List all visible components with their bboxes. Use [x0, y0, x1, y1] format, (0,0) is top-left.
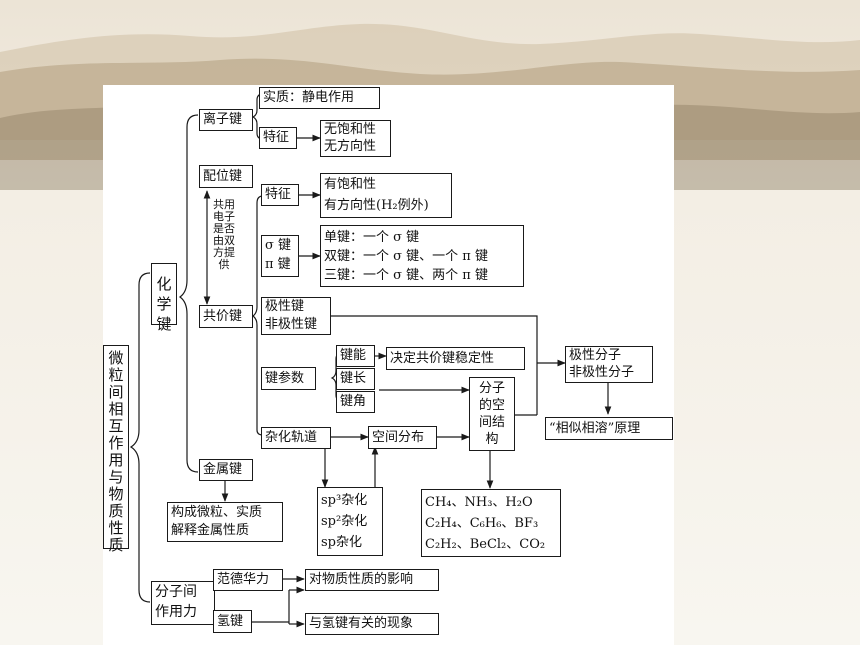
polar-molecules-box: 极性分子 非极性分子	[565, 346, 653, 383]
hydrogen-phenomena-box: 与氢键有关的现象	[305, 613, 439, 635]
metallic-bond-box: 金属键	[199, 459, 253, 481]
molecular-structure-box: 分子 的空 间结 构	[469, 377, 515, 451]
covalent-bond-box: 共价键	[199, 305, 253, 328]
metallic-desc-box: 构成微粒、实质 解释金属性质	[167, 502, 283, 542]
stability-box: 决定共价键稳定性	[386, 347, 525, 370]
sigma-pi-box: σ 键 π 键	[261, 235, 299, 277]
bond-length-box: 键长	[336, 368, 375, 390]
ionic-essence-box: 实质：静电作用	[259, 87, 380, 109]
covalent-features-box: 有饱和性 有方向性(H₂例外)	[320, 173, 452, 218]
effect-on-properties-box: 对物质性质的影响	[305, 569, 439, 591]
bond-angle-box: 键角	[336, 391, 375, 413]
intermolecular-force-box: 分子间 作用力	[151, 581, 215, 625]
hybrid-orbital-box: 杂化轨道	[261, 427, 331, 449]
shared-electron-note: 共用电子是否由双方提供	[213, 198, 235, 271]
van-der-waals-box: 范德华力	[213, 569, 283, 591]
concept-map: 微粒间相互作用与物质性质 化学键 分子间 作用力 离子键 实质：静电作用 特征 …	[103, 85, 674, 645]
polarity-box: 极性键 非极性键	[261, 297, 331, 335]
ionic-feature-box: 特征	[259, 127, 297, 149]
ionic-features-box: 无饱和性 无方向性	[320, 120, 391, 157]
hydrogen-bond-box: 氢键	[213, 610, 252, 633]
examples-box: CH₄、NH₃、H₂O C₂H₄、C₆H₆、BF₃ C₂H₂、BeCl₂、CO₂	[421, 489, 561, 557]
chemical-bond-box: 化学键	[151, 263, 177, 333]
bond-energy-box: 键能	[336, 345, 375, 367]
connector-lines	[129, 93, 612, 628]
coordinate-bond-box: 配位键	[199, 165, 253, 188]
spatial-distribution-box: 空间分布	[368, 426, 437, 449]
root-title: 微粒间相互作用与物质性质	[103, 345, 129, 554]
covalent-feature-box: 特征	[261, 184, 299, 206]
like-dissolves-like-box: “相似相溶”原理	[545, 417, 673, 440]
ionic-bond-box: 离子键	[199, 109, 253, 131]
hybrid-types-box: sp³杂化 sp²杂化 sp杂化	[317, 487, 383, 556]
bond-parameters-box: 键参数	[261, 367, 316, 390]
sigma-pi-items-box: 单键：一个 σ 键 双键：一个 σ 键、一个 π 键 三键：一个 σ 键、两个 …	[320, 225, 524, 287]
